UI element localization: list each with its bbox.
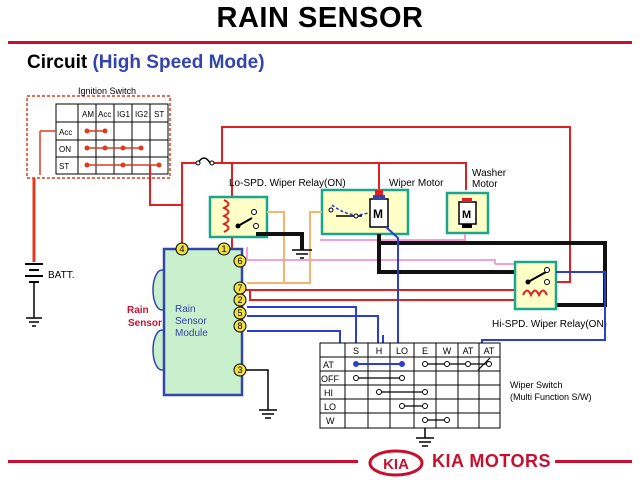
switch-row-at: AT <box>323 360 334 370</box>
switch-col-w: W <box>443 346 452 356</box>
blue-wiring <box>247 226 606 346</box>
ignition-row-on: ON <box>59 145 71 154</box>
brand-name: KIA MOTORS <box>432 451 552 471</box>
ignition-row-st: ST <box>59 162 69 171</box>
slide-subtitle: Circuit (High Speed Mode) <box>27 52 265 74</box>
ignition-col-ig2: IG2 <box>135 110 148 119</box>
slide-title: RAIN SENSOR <box>216 2 424 34</box>
module-label-3: Module <box>175 328 208 339</box>
high-speed-wiring <box>256 232 607 307</box>
battery-label: BATT. <box>48 270 74 281</box>
wiper-switch-label-2: (Multi Function S/W) <box>510 392 592 402</box>
ground-lo-relay <box>292 249 312 259</box>
fuse <box>195 157 215 166</box>
switch-col-at2: AT <box>484 346 495 356</box>
signal-wiring <box>246 211 517 284</box>
hi-speed-relay: Hi-SPD. Wiper Relay(ON) <box>492 260 607 330</box>
module-pin-4: 4 <box>179 244 184 254</box>
module-pin-2: 2 <box>237 295 242 305</box>
wiper-switch: S H LO E W AT AT AT OFF HI LO W <box>319 342 592 447</box>
kia-logo: KIA <box>368 449 424 477</box>
title-divider <box>8 41 632 44</box>
washer-motor-symbol: M <box>462 209 471 221</box>
switch-row-off: OFF <box>321 374 339 384</box>
rain-sensor-label-1: Rain <box>127 305 149 316</box>
rain-sensor-module-box <box>162 247 244 397</box>
lo-speed-relay: Lo-SPD. Wiper Relay(ON) <box>208 178 346 239</box>
lo-relay-label: Lo-SPD. Wiper Relay(ON) <box>229 178 346 189</box>
switch-col-s: S <box>353 346 359 356</box>
module-pin-6: 6 <box>237 256 242 266</box>
module-label-1: Rain <box>175 304 196 315</box>
hi-relay-box <box>513 260 558 311</box>
washer-motor-label-2: Motor <box>472 179 498 190</box>
wiper-motor: M Wiper Motor <box>320 178 444 236</box>
rain-sensor-label-2: Sensor <box>128 318 162 329</box>
wiper-motor-label: Wiper Motor <box>389 178 444 189</box>
ignition-col-acc: Acc <box>98 110 111 119</box>
module-label-2: Sensor <box>175 316 207 327</box>
lo-relay-box <box>208 195 269 239</box>
wiper-motor-symbol: M <box>373 207 383 221</box>
module-ground <box>246 369 277 419</box>
ignition-switch: Ignition Switch AM Acc IG1 IG2 ST Acc ON… <box>26 86 171 179</box>
wiper-motor-box <box>320 188 410 236</box>
switch-col-e: E <box>422 346 428 356</box>
wiper-switch-label-1: Wiper Switch <box>510 380 563 390</box>
washer-motor: M Washer Motor <box>445 168 507 235</box>
module-pin-8: 8 <box>237 321 242 331</box>
hi-relay-label: Hi-SPD. Wiper Relay(ON) <box>492 319 607 330</box>
switch-col-at1: AT <box>463 346 474 356</box>
ignition-col-st: ST <box>154 110 164 119</box>
module-pin-7: 7 <box>237 283 242 293</box>
ignition-row-acc: Acc <box>59 128 72 137</box>
washer-motor-label-1: Washer <box>472 168 507 179</box>
ignition-switch-table <box>55 103 169 175</box>
switch-col-lo: LO <box>396 346 408 356</box>
switch-col-h: H <box>376 346 383 356</box>
module-pin-1: 1 <box>221 244 226 254</box>
subtitle-circuit: Circuit <box>27 52 88 73</box>
module-pins: 4 1 6 7 2 5 8 3 <box>175 242 247 377</box>
switch-row-lo: LO <box>324 402 336 412</box>
footer-divider-right <box>555 460 632 463</box>
subtitle-mode: (High Speed Mode) <box>92 52 265 73</box>
battery: BATT. <box>25 178 74 327</box>
ignition-switch-outline <box>26 95 171 179</box>
ignition-col-ig1: IG1 <box>117 110 130 119</box>
power-wiring <box>149 126 571 301</box>
module-pin-5: 5 <box>237 308 242 318</box>
ignition-col-am: AM <box>82 110 94 119</box>
footer-divider-left <box>8 460 358 463</box>
ignition-switch-title: Ignition Switch <box>78 86 136 96</box>
module-pin-3: 3 <box>237 365 242 375</box>
kia-logo-text: KIA <box>383 456 409 473</box>
switch-row-hi: HI <box>324 388 333 398</box>
rain-sensor-module: Rain Sensor Module Rain Sensor <box>127 247 244 397</box>
switch-row-w: W <box>326 416 335 426</box>
